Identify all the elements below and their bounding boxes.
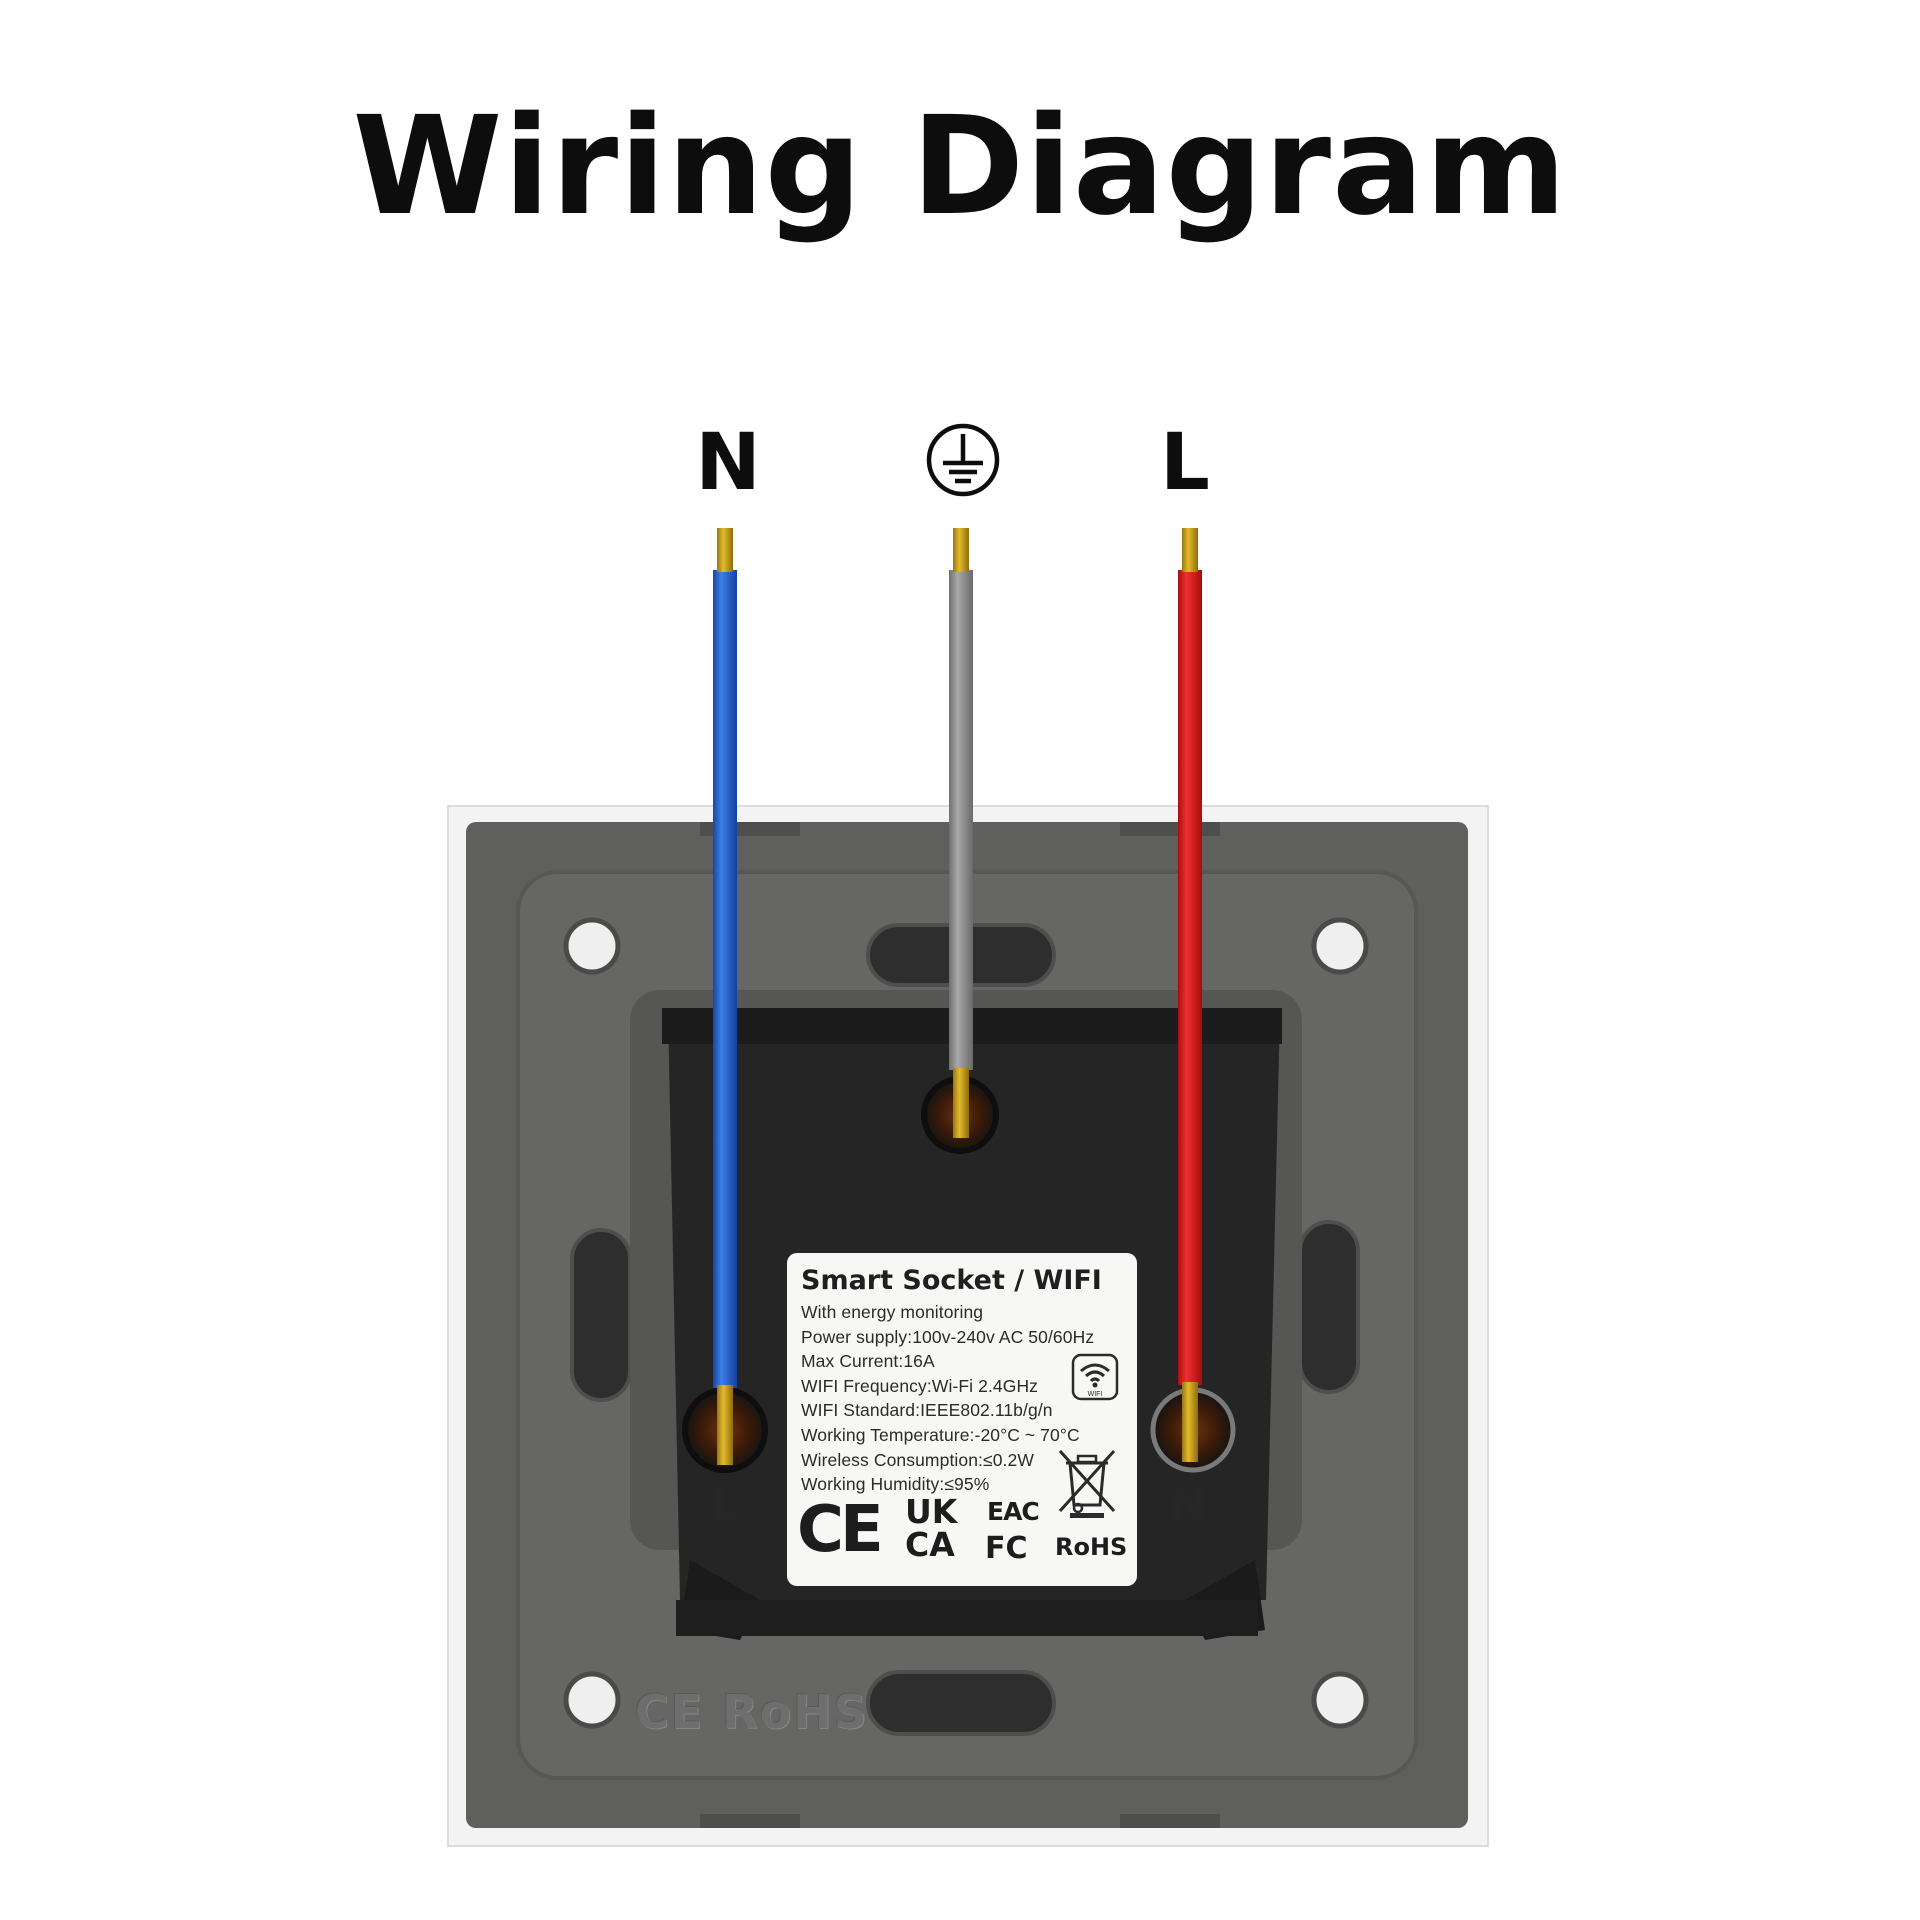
spec-line: Wireless Consumption:≤0.2W [801, 1449, 1034, 1470]
terminal-letter-right: N [1170, 1480, 1207, 1531]
mount-hole [1311, 917, 1369, 975]
live-wire-tip-top [1182, 528, 1198, 572]
spec-line: WIFI Frequency:Wi-Fi 2.4GHz [801, 1375, 1039, 1396]
mount-hole [1311, 1671, 1369, 1729]
earth-wire [949, 570, 973, 1070]
live-wire-tip-bottom [1182, 1382, 1198, 1462]
page-title: Wiring Diagram [352, 88, 1568, 246]
weee-bin-icon [1058, 1449, 1116, 1518]
live-wire-label: L [1160, 418, 1210, 508]
neutral-wire-tip-top [717, 528, 733, 572]
terminal-letter-left: L [710, 1480, 739, 1531]
neutral-wire [713, 570, 737, 1388]
neutral-wire-label: N [695, 418, 761, 508]
ground-icon [926, 423, 1000, 497]
spec-line: WIFI Standard:IEEE802.11b/g/n [801, 1400, 1053, 1421]
neutral-wire-tip-bottom [717, 1385, 733, 1465]
spec-line: Power supply:100v-240v AC 50/60Hz [801, 1326, 1095, 1347]
eac-mark: EAC [987, 1497, 1040, 1526]
wifi-icon-text: WIFI [1088, 1391, 1103, 1398]
frame-slot [1298, 1220, 1360, 1394]
embossed-marks: CE RoHS [635, 1685, 869, 1739]
frame-slot [570, 1228, 632, 1402]
live-wire [1178, 570, 1202, 1385]
spec-line: Working Temperature:-20°C ~ 70°C [801, 1424, 1080, 1445]
earth-wire-tip-top [953, 528, 969, 572]
frame-slot [866, 1670, 1056, 1736]
certification-marks: CE UK CA EAC FC RoHS [797, 1493, 1127, 1573]
mount-hole [563, 917, 621, 975]
earth-wire-tip-bottom [953, 1068, 969, 1138]
rohs-mark: RoHS [1055, 1533, 1128, 1561]
wifi-icon: WIFI [1071, 1353, 1119, 1401]
mount-hole [563, 1671, 621, 1729]
spec-line: With energy monitoring [801, 1302, 984, 1322]
spec-line: Max Current:16A [801, 1351, 935, 1372]
spec-title: Smart Socket / WIFI [801, 1265, 1102, 1296]
ce-mark: CE [797, 1493, 884, 1567]
fc-mark: FC [985, 1531, 1028, 1566]
spec-label: Smart Socket / WIFI With energy monitori… [787, 1253, 1137, 1586]
ukca-mark: UK CA [905, 1492, 958, 1564]
spec-line: Working Humidity:≤95% [801, 1474, 990, 1495]
